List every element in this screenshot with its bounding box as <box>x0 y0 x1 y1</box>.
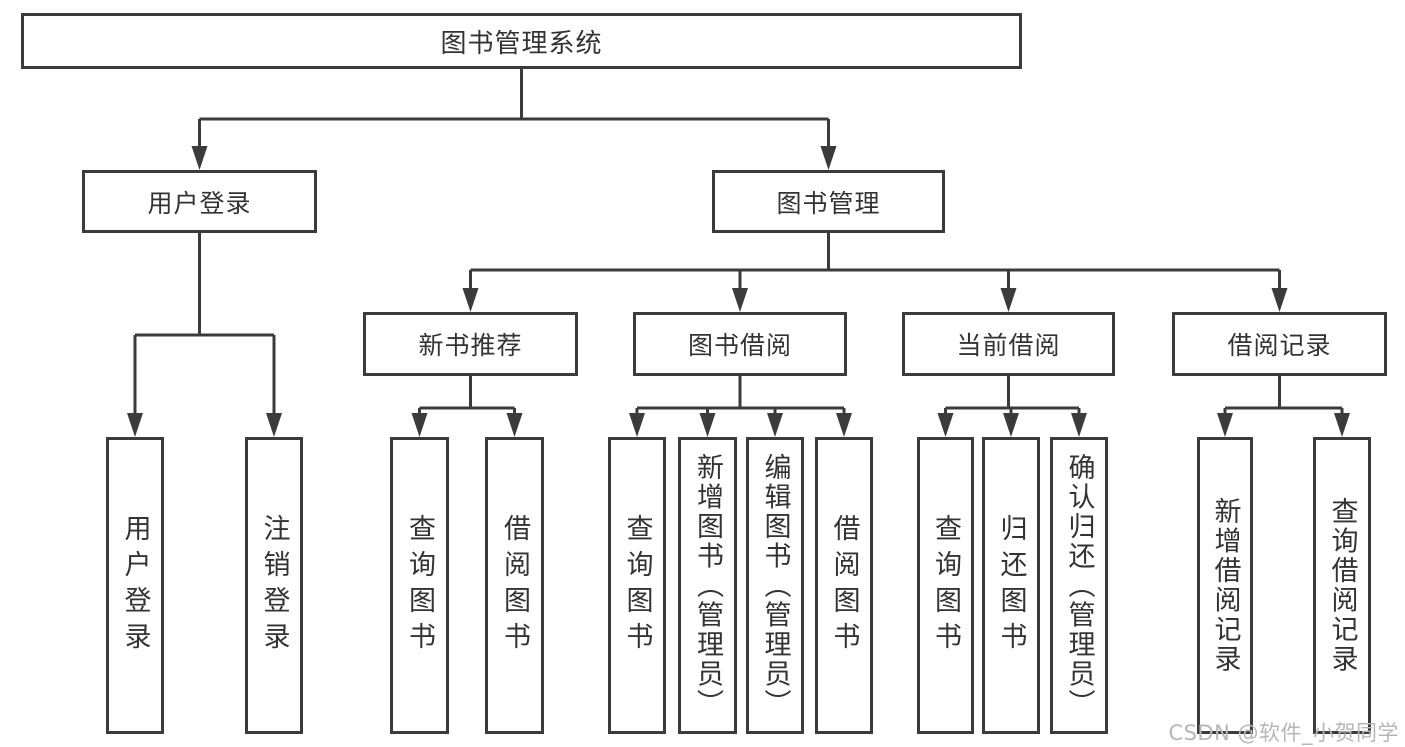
leaf-query-books-current: 查询图书 <box>917 437 974 734</box>
leaf-borrow-books-recommend: 借阅图书 <box>485 437 544 734</box>
leaf-user-login: 用户登录 <box>106 437 164 734</box>
leaf-logout: 注销登录 <box>245 437 303 734</box>
node-current-borrow: 当前借阅 <box>902 312 1115 376</box>
leaf-query-borrow-record: 查询借阅记录 <box>1313 437 1371 734</box>
arrowheads <box>127 146 1350 437</box>
node-new-book-recommend: 新书推荐 <box>363 312 578 376</box>
node-user-login: 用户登录 <box>82 170 317 233</box>
node-book-management: 图书管理 <box>712 170 945 233</box>
leaf-query-books-borrow: 查询图书 <box>608 437 666 734</box>
leaf-return-book: 归还图书 <box>982 437 1040 734</box>
leaf-add-borrow-record: 新增借阅记录 <box>1197 437 1253 734</box>
node-library-management-system: 图书管理系统 <box>21 13 1022 69</box>
leaf-edit-book-admin: 编辑图书（管理员） <box>746 437 804 734</box>
leaf-query-books-recommend: 查询图书 <box>390 437 449 734</box>
node-book-borrow: 图书借阅 <box>633 312 847 376</box>
node-borrow-records: 借阅记录 <box>1172 312 1387 376</box>
leaf-add-book-admin: 新增图书（管理员） <box>678 437 737 734</box>
csdn-watermark: CSDN @软件_小贺同学 <box>1168 721 1399 745</box>
leaf-borrow-book: 借阅图书 <box>815 437 873 734</box>
leaf-confirm-return-admin: 确认归还（管理员） <box>1050 437 1108 734</box>
